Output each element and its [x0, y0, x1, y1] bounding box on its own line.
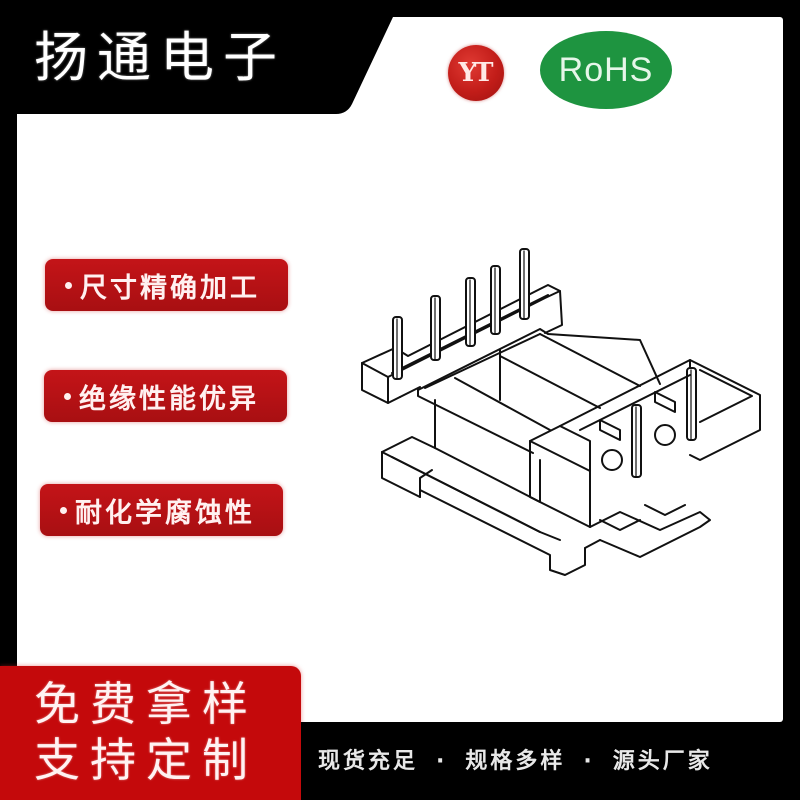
separator-dot: · [583, 749, 595, 774]
header-banner-shape [0, 0, 400, 114]
cta-customization: 支持定制 [34, 733, 258, 787]
feature-label: 尺寸精确加工 [80, 272, 260, 304]
footer-bar: 现货充足 · 规格多样 · 源头厂家 [301, 722, 800, 800]
rohs-badge: RoHS [540, 31, 672, 109]
yt-logo: YT [448, 45, 504, 101]
feature-pill-insulation: 绝缘性能优异 [44, 370, 287, 422]
feature-pill-precision: 尺寸精确加工 [45, 259, 288, 311]
transformer-bobbin-drawing-icon [361, 248, 761, 576]
yt-logo-text: YT [458, 58, 494, 88]
footer-slogan: 现货充足 · 规格多样 · 源头厂家 [318, 743, 713, 775]
rohs-badge-text: RoHS [558, 50, 654, 89]
slogan-various-specs: 规格多样 [465, 749, 566, 774]
feature-pill-chemical-resistance: 耐化学腐蚀性 [40, 484, 283, 536]
feature-label: 绝缘性能优异 [79, 383, 259, 415]
slogan-source-factory: 源头厂家 [612, 749, 713, 774]
slogan-in-stock: 现货充足 [318, 749, 419, 774]
cta-box: 免费拿样 支持定制 [0, 666, 301, 800]
bullet-icon [65, 281, 72, 289]
bullet-icon [64, 392, 71, 400]
header-banner [0, 0, 400, 114]
separator-dot: · [436, 749, 448, 774]
cta-free-sample: 免费拿样 [34, 677, 258, 731]
brand-title: 扬通电子 [34, 26, 286, 89]
bullet-icon [60, 506, 67, 514]
feature-label: 耐化学腐蚀性 [75, 497, 255, 529]
